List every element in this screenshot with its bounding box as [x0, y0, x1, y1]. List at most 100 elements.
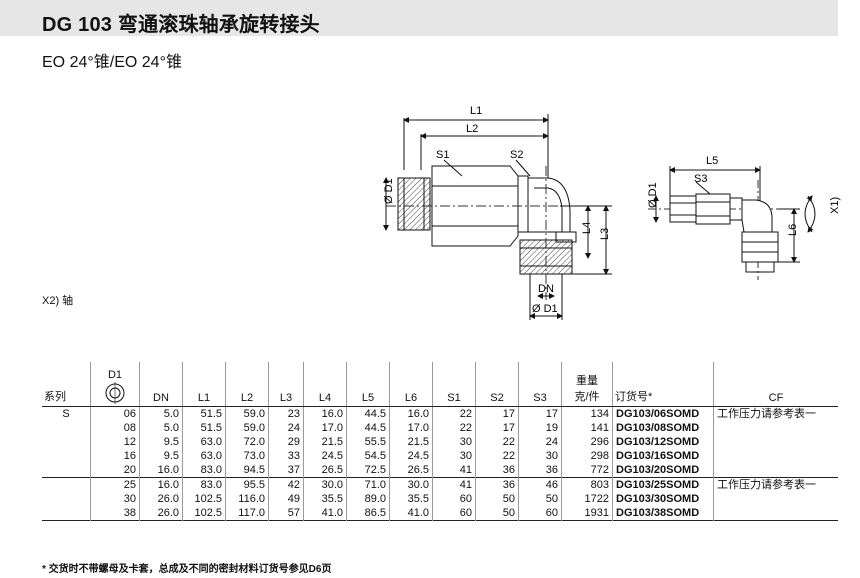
cell-l6: 26.5 — [389, 463, 433, 478]
cell-l1: 83.0 — [182, 463, 226, 478]
label-d1-bottom: Ø D1 — [532, 303, 558, 315]
cell-order: DG103/25SOMD — [612, 477, 714, 492]
label-dn: DN — [538, 283, 554, 295]
cell-l1: 63.0 — [182, 449, 226, 463]
cell-order: DG103/16SOMD — [612, 449, 714, 463]
col-l6: L6 — [389, 362, 433, 407]
cell-s2: 36 — [475, 477, 519, 492]
cell-l3: 57 — [268, 506, 304, 521]
cell-l4: 35.5 — [303, 492, 347, 506]
cell-weight: 1931 — [561, 506, 613, 521]
col-s3: S3 — [518, 362, 562, 407]
cell-order: DG103/12SOMD — [612, 435, 714, 449]
label-l6: L6 — [787, 224, 799, 236]
cell-cf: 工作压力请参考表一 — [713, 477, 838, 492]
cell-dn: 9.5 — [139, 449, 183, 463]
cell-s3: 60 — [518, 506, 562, 521]
cell-s1: 60 — [432, 506, 476, 521]
cell-s3: 50 — [518, 492, 562, 506]
cell-cf — [713, 449, 838, 463]
cell-cf — [713, 506, 838, 521]
col-l5: L5 — [346, 362, 390, 407]
cell-l6: 21.5 — [389, 435, 433, 449]
cell-l5: 72.5 — [346, 463, 390, 478]
cell-l3: 24 — [268, 421, 304, 435]
cell-l5: 89.0 — [346, 492, 390, 506]
cell-d1: 25 — [90, 477, 140, 492]
cell-dn: 9.5 — [139, 435, 183, 449]
cell-l6: 17.0 — [389, 421, 433, 435]
col-s1: S1 — [432, 362, 476, 407]
main-view — [383, 114, 612, 320]
col-d1-label: D1 — [107, 369, 123, 381]
col-order: 订货号* — [612, 362, 714, 407]
cell-l2: 95.5 — [225, 477, 269, 492]
label-s2: S2 — [510, 149, 523, 161]
cell-l3: 23 — [268, 406, 304, 421]
cell-weight: 772 — [561, 463, 613, 478]
cell-s2: 17 — [475, 406, 519, 421]
cell-s2: 50 — [475, 506, 519, 521]
cell-dn: 16.0 — [139, 477, 183, 492]
cell-cf — [713, 421, 838, 435]
cell-l3: 33 — [268, 449, 304, 463]
cell-l3: 37 — [268, 463, 304, 478]
cell-l2: 94.5 — [225, 463, 269, 478]
label-s3: S3 — [694, 173, 707, 185]
side-view — [648, 166, 816, 280]
cell-l3: 29 — [268, 435, 304, 449]
technical-drawing: L1 L2 S1 S2 Ø D1 L4 L3 DN Ø D1 L5 S3 Ø D… — [383, 105, 841, 320]
cell-l5: 44.5 — [346, 406, 390, 421]
title-bar — [0, 0, 838, 36]
cell-s2: 36 — [475, 463, 519, 478]
label-l3: L3 — [599, 228, 611, 240]
cell-series — [42, 492, 91, 506]
cell-dn: 26.0 — [139, 506, 183, 521]
col-weight-line2: 克/件 — [574, 391, 600, 403]
cell-l4: 41.0 — [303, 506, 347, 521]
tube-section-icon — [105, 382, 125, 404]
cell-series — [42, 435, 91, 449]
cell-d1: 08 — [90, 421, 140, 435]
cell-l4: 24.5 — [303, 449, 347, 463]
page-title: DG 103 弯通滚珠轴承旋转接头 — [42, 14, 320, 36]
cell-cf — [713, 492, 838, 506]
cell-l1: 83.0 — [182, 477, 226, 492]
cell-l5: 44.5 — [346, 421, 390, 435]
cell-l6: 41.0 — [389, 506, 433, 521]
cell-l6: 35.5 — [389, 492, 433, 506]
cell-l1: 102.5 — [182, 506, 226, 521]
cell-d1: 30 — [90, 492, 140, 506]
col-l4: L4 — [303, 362, 347, 407]
cell-s3: 36 — [518, 463, 562, 478]
cell-cf — [713, 463, 838, 478]
col-weight-line1: 重量 — [576, 375, 598, 387]
cell-dn: 5.0 — [139, 421, 183, 435]
cell-order: DG103/20SOMD — [612, 463, 714, 478]
cell-d1: 16 — [90, 449, 140, 463]
cell-s3: 46 — [518, 477, 562, 492]
col-l2: L2 — [225, 362, 269, 407]
cell-weight: 141 — [561, 421, 613, 435]
cell-s1: 22 — [432, 406, 476, 421]
cell-weight: 1722 — [561, 492, 613, 506]
cell-l1: 51.5 — [182, 406, 226, 421]
label-l5: L5 — [706, 155, 718, 167]
col-s2: S2 — [475, 362, 519, 407]
label-s1: S1 — [436, 149, 449, 161]
cell-series — [42, 463, 91, 478]
cell-s2: 17 — [475, 421, 519, 435]
cell-l2: 116.0 — [225, 492, 269, 506]
cell-dn: 16.0 — [139, 463, 183, 478]
cell-l6: 16.0 — [389, 406, 433, 421]
footnote: * 交货时不带螺母及卡套，总成及不同的密封材料订货号参见D6页 — [42, 564, 332, 575]
cell-l5: 55.5 — [346, 435, 390, 449]
cell-cf: 工作压力请参考表一 — [713, 406, 838, 421]
cell-s1: 41 — [432, 463, 476, 478]
cell-l3: 42 — [268, 477, 304, 492]
col-cf: CF — [713, 362, 838, 407]
cell-s3: 24 — [518, 435, 562, 449]
